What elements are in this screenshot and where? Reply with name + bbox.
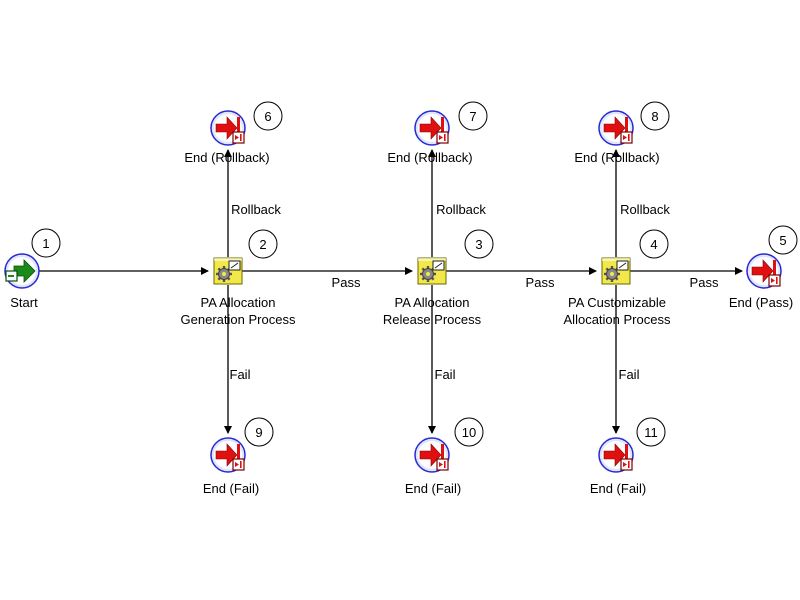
edge-label-fail: Fail <box>435 367 456 382</box>
step-number-badge <box>31 228 61 258</box>
step-number-badge <box>244 417 274 447</box>
edge-label-rollback: Rollback <box>620 202 670 217</box>
step-number-badge <box>636 417 666 447</box>
step-number: 1 <box>42 236 49 251</box>
step-number: 9 <box>255 425 262 440</box>
start-arrow-icon <box>4 253 40 289</box>
end-stop-icon <box>598 437 634 473</box>
step-number-badge <box>464 229 494 259</box>
end-stop-icon <box>746 253 782 289</box>
edge-label-rollback: Rollback <box>231 202 281 217</box>
node-label: Generation Process <box>181 312 296 327</box>
edge-label-fail: Fail <box>619 367 640 382</box>
step-number: 8 <box>651 109 658 124</box>
end-stop-icon <box>414 437 450 473</box>
node-label: Start <box>10 295 38 310</box>
edge-label-pass: Pass <box>526 275 555 290</box>
node-label: PA Customizable <box>568 295 666 310</box>
edge-label-pass: Pass <box>332 275 361 290</box>
end-stop-icon <box>210 437 246 473</box>
node-label: End (Fail) <box>590 481 646 496</box>
step-number: 6 <box>264 109 271 124</box>
step-number: 11 <box>644 425 658 440</box>
node-label: Allocation Process <box>564 312 671 327</box>
step-number: 4 <box>650 237 657 252</box>
node-label: End (Pass) <box>729 295 793 310</box>
step-number-badge <box>640 101 670 131</box>
node-label: End (Rollback) <box>387 150 472 165</box>
end-stop-icon <box>598 110 634 146</box>
step-number-badge <box>639 229 669 259</box>
node-label: PA Allocation <box>395 295 470 310</box>
edge-label-fail: Fail <box>230 367 251 382</box>
step-number-badge <box>458 101 488 131</box>
step-number-badge <box>454 417 484 447</box>
edge-label-rollback: Rollback <box>436 202 486 217</box>
step-number: 5 <box>779 233 786 248</box>
node-label: End (Rollback) <box>184 150 269 165</box>
step-number: 3 <box>475 237 482 252</box>
node-label: End (Fail) <box>203 481 259 496</box>
edge-label-pass: Pass <box>690 275 719 290</box>
process-gear-icon <box>601 257 631 285</box>
step-number: 2 <box>259 237 266 252</box>
step-number: 7 <box>469 109 476 124</box>
end-stop-icon <box>210 110 246 146</box>
node-label: Release Process <box>383 312 482 327</box>
process-gear-icon <box>417 257 447 285</box>
step-number: 10 <box>462 425 476 440</box>
step-number-badge <box>248 229 278 259</box>
process-gear-icon <box>213 257 243 285</box>
node-label: End (Fail) <box>405 481 461 496</box>
node-label: End (Rollback) <box>574 150 659 165</box>
step-number-badge <box>253 101 283 131</box>
step-number-badge <box>768 225 798 255</box>
node-label: PA Allocation <box>201 295 276 310</box>
end-stop-icon <box>414 110 450 146</box>
